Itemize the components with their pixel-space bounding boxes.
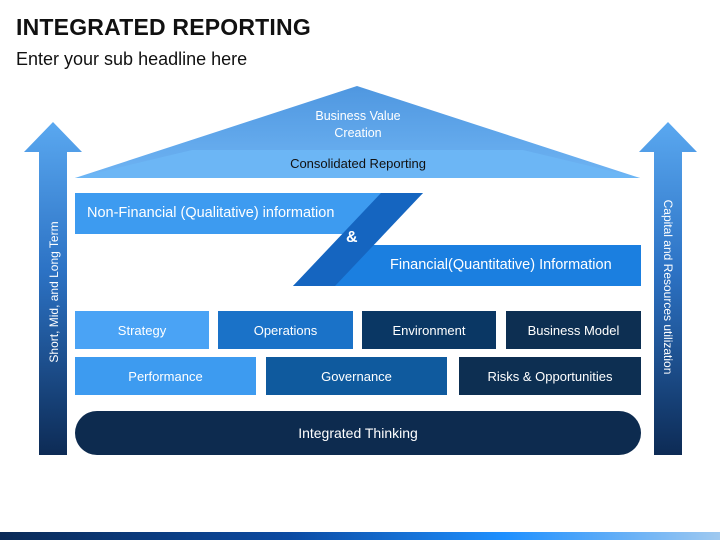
non-financial-bar — [75, 193, 423, 234]
financial-bar — [293, 245, 641, 286]
footer-bar — [0, 532, 720, 540]
consolidated-reporting-label: Consolidated Reporting — [290, 156, 426, 171]
box-risks-opportunities: Risks & Opportunities — [459, 357, 641, 395]
box-business-model: Business Model — [506, 311, 641, 349]
box-governance: Governance — [266, 357, 447, 395]
right-arrow-label: Capital and Resources utilization — [661, 199, 675, 375]
box-performance: Performance — [75, 357, 256, 395]
page-title: INTEGRATED REPORTING — [16, 14, 311, 40]
roof-band — [75, 150, 640, 178]
left-up-arrow — [24, 122, 82, 455]
financial-label: Financial(Quantitative) Information — [390, 257, 612, 273]
integrated-thinking-base: Integrated Thinking — [75, 411, 641, 455]
left-arrow-label: Short, Mid, and Long Term — [47, 221, 61, 363]
right-up-arrow — [639, 122, 697, 455]
roof-label: Business Value Creation — [315, 109, 401, 140]
box-environment: Environment — [362, 311, 496, 349]
non-financial-label: Non-Financial (Qualitative) information — [87, 205, 335, 221]
box-strategy: Strategy — [75, 311, 209, 349]
diagonal-connector — [293, 193, 423, 286]
box-operations: Operations — [218, 311, 353, 349]
page-subtitle: Enter your sub headline here — [16, 49, 248, 69]
ampersand-label: & — [346, 229, 358, 246]
